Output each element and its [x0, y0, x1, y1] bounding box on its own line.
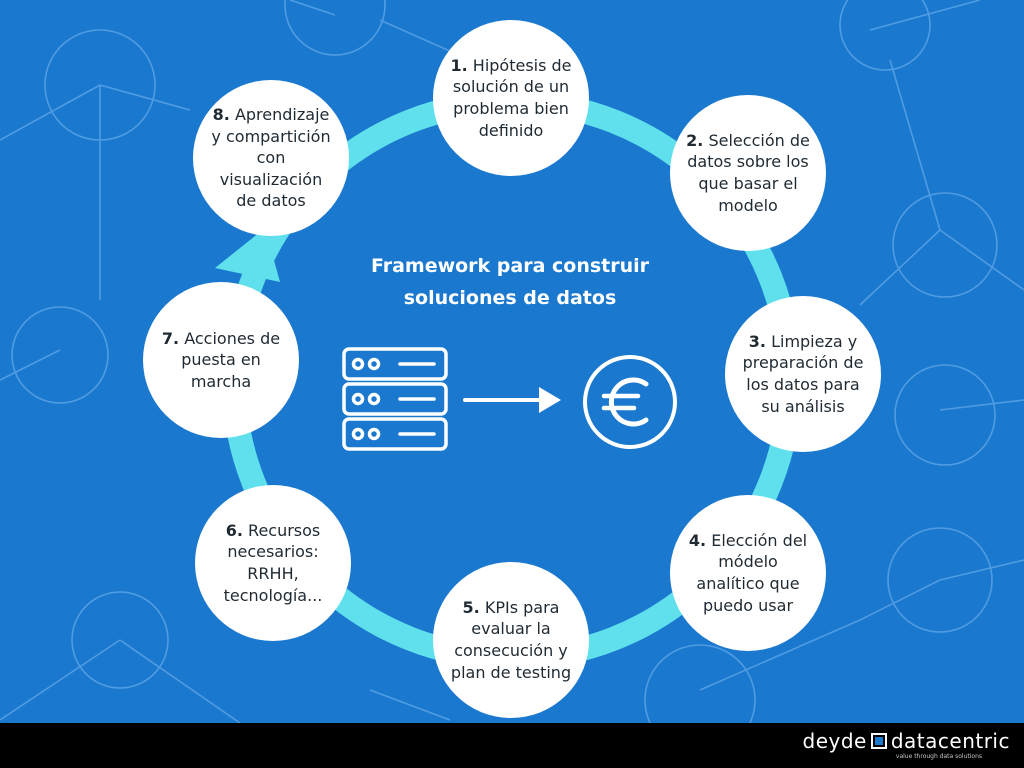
title-line-2: soluciones de datos	[403, 287, 617, 309]
arrow-right-icon	[463, 387, 561, 413]
step-1-node: 1. Hipótesis de solución de un problema …	[433, 20, 589, 176]
step-7-node: 7. Acciones de puesta en marcha	[143, 282, 299, 438]
brand-name-right: datacentric	[890, 729, 1010, 753]
footer-bar: deyde datacentric value through data sol…	[0, 723, 1024, 768]
server-icon	[342, 347, 448, 451]
brand-logo: deyde datacentric	[803, 729, 1011, 753]
step-8-node: 8. Aprendizaje y compartición con visual…	[193, 80, 349, 236]
step-2-node: 2. Selección de datos sobre los que basa…	[670, 95, 826, 251]
brand-tagline: value through data solutions	[895, 753, 982, 760]
brand-name-left: deyde	[802, 729, 867, 753]
step-4-node: 4. Elección del módelo analítico que pue…	[670, 495, 826, 651]
step-6-node: 6. Recursos necesarios: RRHH, tecnología…	[195, 485, 351, 641]
step-3-node: 3. Limpieza y preparación de los datos p…	[725, 296, 881, 452]
cycle-arrowhead	[215, 228, 280, 282]
diagram-canvas: 1. Hipótesis de solución de un problema …	[0, 0, 1024, 723]
euro-icon	[583, 355, 677, 449]
step-5-node: 5. KPIs para evaluar la consecución y pl…	[433, 562, 589, 718]
diagram-title: Framework para construir soluciones de d…	[300, 250, 720, 314]
brand-mark-icon	[870, 733, 887, 749]
title-line-1: Framework para construir	[370, 255, 650, 277]
